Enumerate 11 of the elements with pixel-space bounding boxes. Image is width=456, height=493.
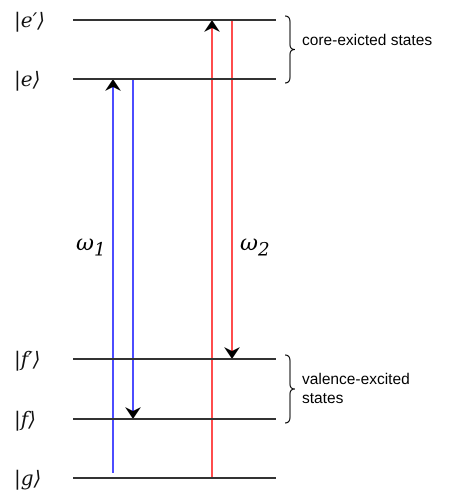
transition-arrow [224,20,240,359]
state-label: |e′⟩ [14,8,45,32]
transition-arrow [125,79,141,419]
state-label: |e⟩ [14,67,40,91]
state-label: |g⟩ [14,466,42,490]
state-label: |f⟩ [14,407,36,431]
group-label: core-exicted states [302,30,434,50]
transition-arrow [204,20,220,478]
state-label: |f′⟩ [14,347,40,371]
transition-arrow [105,79,121,473]
group-label: valence-excited states [302,370,411,408]
